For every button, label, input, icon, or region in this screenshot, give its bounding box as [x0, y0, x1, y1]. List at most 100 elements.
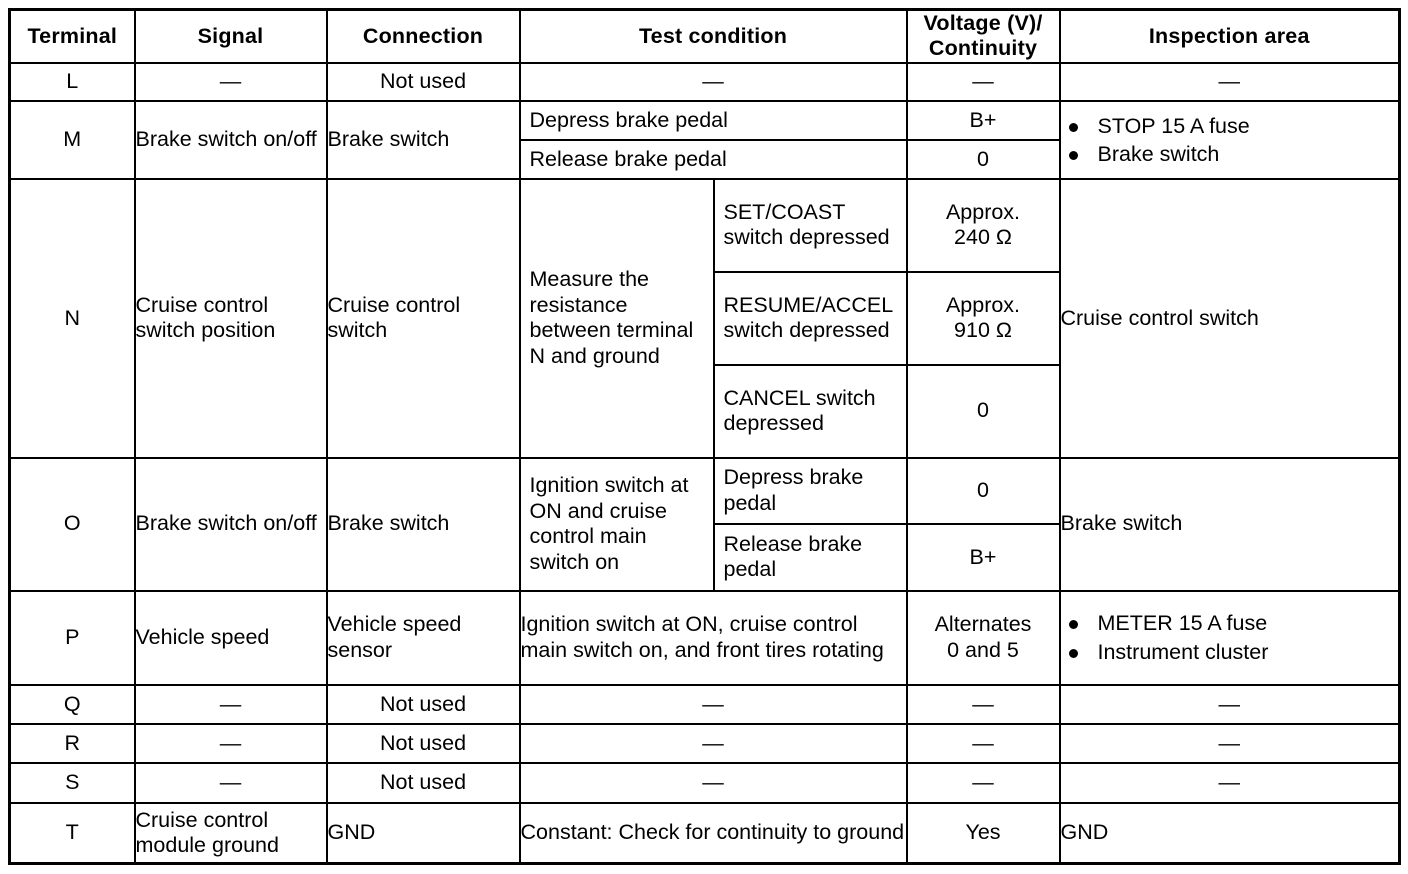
table-row: O Brake switch on/off Brake switch Ignit…	[8, 456, 1401, 592]
cell-connection: GND	[325, 801, 521, 865]
cell-signal: Brake switch on/off	[133, 456, 328, 592]
column-header-signal: Signal	[133, 8, 328, 64]
cell-terminal: L	[8, 61, 136, 103]
cell-voltage: —	[905, 762, 1061, 804]
sub-test-condition: Depress brake pedal	[520, 102, 906, 141]
table-row: S — Not used — — —	[8, 762, 1401, 804]
cell-signal: Cruise control switch position	[133, 177, 328, 459]
sub-test-condition: Release brake pedal	[723, 532, 863, 582]
test-condition-sub-list: Depress brake pedal Release brake pedal	[714, 459, 906, 590]
cell-signal: —	[133, 723, 328, 765]
column-header-inspection-area: Inspection area	[1058, 8, 1401, 64]
test-condition-sub-list: SET/COAST switch depressed RESUME/ACCEL …	[714, 180, 906, 457]
sub-voltage: Approx. 240 Ω	[907, 180, 1059, 273]
table-row: M Brake switch on/off Brake switch Depre…	[8, 100, 1401, 180]
cell-test-condition: —	[518, 723, 908, 765]
cell-voltage: Alternates 0 and 5	[905, 589, 1061, 686]
cell-test-condition-group: Measure the resistance between terminal …	[518, 177, 908, 459]
table-row: T Cruise control module ground GND Const…	[8, 801, 1401, 865]
sub-voltage: 0	[977, 146, 989, 171]
voltage-stack: Approx. 240 Ω Approx. 910 Ω 0	[907, 180, 1059, 457]
table-row: N Cruise control switch position Cruise …	[8, 177, 1401, 459]
list-item: STOP 15 A fuse	[1065, 112, 1399, 140]
table-row: L — Not used — — —	[8, 61, 1401, 103]
voltage-stack: B+ 0	[907, 102, 1059, 178]
cell-test-condition: Constant: Check for continuity to ground	[518, 801, 908, 865]
cell-connection: Brake switch	[325, 100, 521, 180]
sub-voltage: 0	[907, 459, 1059, 526]
cell-connection: Not used	[325, 683, 521, 726]
table-row: Q — Not used — — —	[8, 683, 1401, 726]
cell-inspection-area: GND	[1058, 801, 1401, 865]
sub-test-condition: Release brake pedal	[529, 146, 727, 171]
cell-signal: —	[133, 683, 328, 726]
table-row: R — Not used — — —	[8, 723, 1401, 765]
list-item: Brake switch	[1065, 140, 1399, 168]
cell-connection: Brake switch	[325, 456, 521, 592]
cell-signal: Brake switch on/off	[133, 100, 328, 180]
test-condition-split: Ignition switch at ON and cruise control…	[521, 458, 906, 590]
cell-test-condition: —	[518, 61, 908, 103]
cell-inspection-area: —	[1058, 683, 1401, 726]
sub-voltage: B+	[969, 544, 997, 569]
cell-signal: Vehicle speed	[133, 589, 328, 686]
cell-terminal: M	[8, 100, 136, 180]
column-header-test-condition: Test condition	[518, 8, 908, 64]
terminal-inspection-table: Terminal Signal Connection Test conditio…	[8, 8, 1401, 865]
cell-test-condition: Ignition switch at ON, cruise control ma…	[518, 589, 908, 686]
table-header: Terminal Signal Connection Test conditio…	[8, 8, 1401, 64]
cell-connection: Cruise control switch	[325, 177, 521, 459]
cell-terminal: T	[8, 801, 136, 865]
header-row: Terminal Signal Connection Test conditio…	[8, 8, 1401, 64]
cell-connection: Vehicle speed sensor	[325, 589, 521, 686]
cell-inspection-area: Cruise control switch	[1058, 177, 1401, 459]
cell-voltage: —	[905, 723, 1061, 765]
sub-voltage: 0	[977, 398, 989, 423]
cell-voltage: —	[905, 61, 1061, 103]
cell-voltage: Yes	[905, 801, 1061, 865]
column-header-voltage-continuity: Voltage (V)/ Continuity	[905, 8, 1061, 64]
table-body: L — Not used — — — M Brake switch on/off…	[8, 61, 1401, 865]
cell-connection: Not used	[325, 723, 521, 765]
cell-inspection-area: METER 15 A fuse Instrument cluster	[1058, 589, 1401, 686]
cell-inspection-area: Brake switch	[1058, 456, 1401, 592]
sub-test-condition: SET/COAST switch depressed	[714, 180, 906, 273]
cell-voltage: —	[905, 683, 1061, 726]
cell-test-condition: —	[518, 762, 908, 804]
inspection-bullet-list: METER 15 A fuse Instrument cluster	[1061, 609, 1399, 666]
cell-inspection-area: —	[1058, 762, 1401, 804]
sub-test-condition: RESUME/ACCEL switch depressed	[714, 273, 906, 366]
sub-test-condition: Depress brake pedal	[714, 459, 906, 526]
sub-voltage: B+	[907, 102, 1059, 141]
cell-terminal: P	[8, 589, 136, 686]
test-condition-split: Measure the resistance between terminal …	[521, 179, 906, 457]
cell-signal: Cruise control module ground	[133, 801, 328, 865]
cell-test-condition: —	[518, 683, 908, 726]
cell-voltage-group: 0 B+	[905, 456, 1061, 592]
cell-inspection-area: STOP 15 A fuse Brake switch	[1058, 100, 1401, 180]
test-condition-stack: Depress brake pedal Release brake pedal	[520, 102, 906, 178]
cell-inspection-area: —	[1058, 61, 1401, 103]
list-item: METER 15 A fuse	[1065, 609, 1399, 637]
cell-inspection-area: —	[1058, 723, 1401, 765]
cell-signal: —	[133, 61, 328, 103]
cell-voltage-group: B+ 0	[905, 100, 1061, 180]
test-condition-description: Measure the resistance between terminal …	[521, 179, 715, 457]
cell-connection: Not used	[325, 762, 521, 804]
inspection-bullet-list: STOP 15 A fuse Brake switch	[1061, 112, 1399, 169]
list-item: Instrument cluster	[1065, 638, 1399, 666]
cell-connection: Not used	[325, 61, 521, 103]
cell-test-condition-group: Ignition switch at ON and cruise control…	[518, 456, 908, 592]
column-header-terminal: Terminal	[8, 8, 136, 64]
cell-terminal: Q	[8, 683, 136, 726]
test-condition-description: Ignition switch at ON and cruise control…	[521, 458, 715, 590]
voltage-stack: 0 B+	[907, 459, 1059, 590]
cell-terminal: S	[8, 762, 136, 804]
cell-terminal: N	[8, 177, 136, 459]
cell-voltage-group: Approx. 240 Ω Approx. 910 Ω 0	[905, 177, 1061, 459]
cell-terminal: O	[8, 456, 136, 592]
table-row: P Vehicle speed Vehicle speed sensor Ign…	[8, 589, 1401, 686]
sub-voltage: Approx. 910 Ω	[907, 273, 1059, 366]
cell-terminal: R	[8, 723, 136, 765]
